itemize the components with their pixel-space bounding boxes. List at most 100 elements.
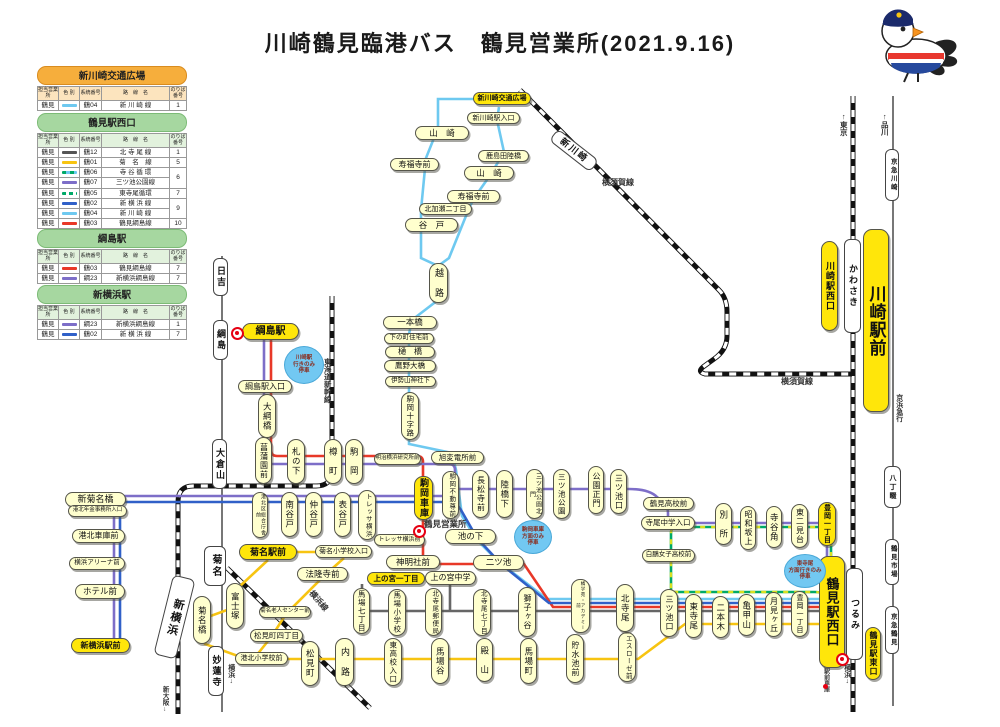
legend-cell: 菊 名 線 — [101, 157, 170, 169]
map-label: 横須賀線 — [781, 377, 813, 386]
mascot-eye — [900, 26, 906, 32]
bus-stop: 富士塚 — [226, 583, 244, 629]
legend-cell — [58, 318, 80, 331]
station-box: 菊名 — [204, 546, 226, 586]
legend-cell: 東寺尾循環 — [101, 187, 170, 199]
bus-stop: 綱島駅入口 — [238, 380, 292, 393]
bus-stop: 三ツ池口 — [610, 469, 627, 514]
map-label: 鶴見駅前車庫 — [822, 656, 829, 692]
legend-table-title: 鶴見駅西口 — [37, 113, 187, 132]
legend-cell: 綱23 — [79, 273, 102, 285]
bus-stop: 港北車庫前 — [72, 529, 125, 543]
bus-stop: 橘学苑・アカデミー前 — [571, 579, 590, 633]
bus-stop: 北寺尾 — [616, 584, 634, 632]
bus-stop: 一本橋 — [383, 316, 437, 329]
bus-stop: 南谷戸 — [281, 492, 298, 537]
station-box: 八丁畷 — [884, 466, 901, 508]
bus-stop: 駒岡十字路 — [401, 392, 419, 440]
legend-cell: 鶴03 — [79, 217, 102, 230]
legend-column-header: 路 線 名 — [101, 86, 170, 101]
legend-column-header: 色 別 — [58, 133, 80, 148]
bus-stop: 貯水池前 — [566, 634, 584, 683]
legend-cell: 鶴見 — [37, 197, 59, 209]
legend-cell: 鶴見綱島線 — [101, 262, 170, 275]
bus-stop: 東寺尾 — [685, 594, 702, 638]
legend-cell: 綱23 — [79, 318, 102, 331]
legend-column-header: 路 線 名 — [101, 133, 170, 148]
bus-stop: 三ツ池口 — [660, 589, 678, 637]
legend-cell-stand: 6 — [169, 167, 187, 189]
bus-stop: 谷 戸 — [405, 218, 458, 232]
legend-cell-stand: 7 — [169, 273, 187, 285]
legend-cell — [58, 273, 80, 285]
bus-stop: 獅子ヶ谷 — [518, 587, 536, 637]
legend-cell: 鶴06 — [79, 167, 102, 179]
legend-column-header: 系統番号 — [79, 305, 102, 320]
bus-stop: 川崎駅西口 — [821, 241, 838, 331]
legend-column-header: のりば番号 — [169, 305, 187, 320]
legend-cell-stand: 1 — [169, 318, 187, 331]
bus-stop: 長松寺前 — [472, 470, 489, 518]
legend-cell: 鶴見 — [37, 187, 59, 199]
legend-column-header: 担当営業所 — [37, 249, 59, 264]
legend-column-header: 色 別 — [58, 86, 80, 101]
legend-cell: 新横浜綱島線 — [101, 318, 170, 331]
legend-cell-stand: 10 — [169, 217, 187, 230]
legend-cell: 鶴01 — [79, 157, 102, 169]
bus-stop: 内 路 — [335, 638, 354, 686]
map-label: 横須賀線 — [602, 178, 634, 187]
bus-stop: 神明社前 — [386, 555, 440, 569]
bus-stop: 越 路 — [429, 263, 448, 303]
bus-stop: ホテル前 — [75, 584, 125, 599]
legend-column-header: 系統番号 — [79, 133, 102, 148]
bus-stop: 北加瀬二丁目 — [419, 203, 472, 215]
bus-stop: 表谷戸 — [334, 492, 351, 537]
bus-stop: 駒岡車庫 — [414, 476, 433, 520]
bus-stop: 北寺尾七丁目 — [473, 589, 491, 636]
bus-stop: 綱島駅 — [242, 323, 299, 340]
mascot-beak — [912, 27, 924, 38]
bus-stop: 松見町四丁目 — [250, 629, 303, 642]
bus-stop: 寺谷角 — [766, 506, 782, 548]
bus-stop: 札の下 — [287, 439, 305, 484]
legend-cell: 鶴見 — [37, 262, 59, 275]
note-bubble: 川崎駅 行きのみ 停車 — [284, 346, 324, 384]
bus-stop: 二本木 — [712, 596, 729, 638]
bus-stop: 菊名小学校入口 — [315, 545, 372, 558]
bus-stop: 鹿島田陸橋 — [478, 150, 529, 162]
legend-cell: 鶴見 — [37, 177, 59, 189]
station-box: 妙蓮寺 — [208, 646, 224, 696]
bus-stop: 港北年金事務所入口 — [68, 505, 127, 517]
legend-cell — [58, 146, 80, 159]
legend-cell — [58, 187, 80, 199]
railway-dash-横須賀線 — [518, 88, 852, 376]
station-box: つるみ — [846, 568, 863, 660]
bus-stop: 寺尾中学入口 — [641, 516, 695, 530]
bus-stop: 樋 橋 — [385, 346, 435, 358]
map-label: ↑品川 — [880, 112, 890, 136]
legend-column-header: のりば番号 — [169, 86, 187, 101]
bus-stop: 東二見台 — [791, 504, 808, 548]
station-box: 京急鶴見 — [885, 606, 899, 654]
legend-cell: 鶴07 — [79, 177, 102, 189]
bus-stop: 伊勢山神社下 — [385, 376, 436, 387]
route-color-swatch — [61, 104, 77, 108]
legend-cell: 鶴12 — [79, 146, 102, 159]
bus-stop: 上の宮中学 — [425, 571, 476, 585]
depot-marker-dot — [231, 327, 244, 340]
bus-stop: 菊名橋 — [193, 596, 211, 644]
bus-stop: 旭変電所前 — [431, 451, 484, 464]
legend-cell: 鶴02 — [79, 197, 102, 209]
legend-cell: 鶴見 — [37, 146, 59, 159]
legend-column-header: 路 線 名 — [101, 305, 170, 320]
legend-cell: 新横浜綱島線 — [101, 273, 170, 285]
route-color-swatch — [61, 211, 77, 215]
bus-stop: 池の下 — [445, 529, 496, 544]
bus-stop: 下の町住宅前 — [384, 333, 434, 344]
bus-stop: 北寺尾郵便局 — [425, 588, 442, 636]
bus-stop: 馬場町 — [520, 638, 537, 684]
legend-cell: 鶴05 — [79, 187, 102, 199]
